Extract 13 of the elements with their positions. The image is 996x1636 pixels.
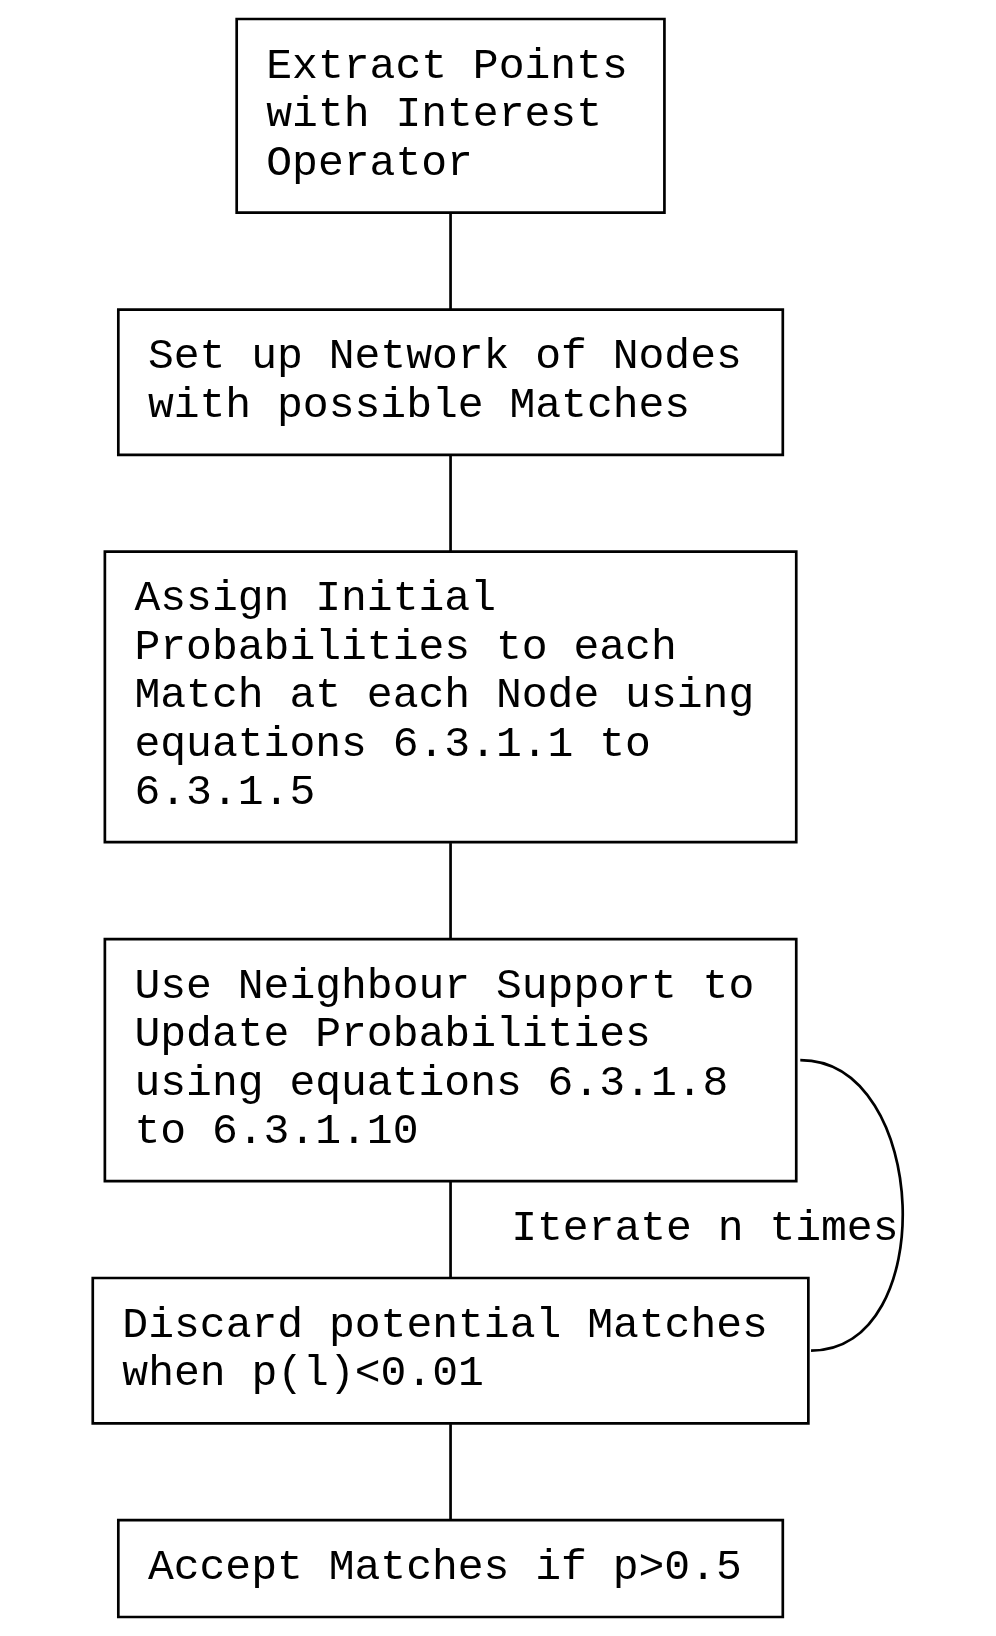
connector xyxy=(449,1424,452,1520)
connector xyxy=(449,455,452,551)
node-box: Assign Initial Probabilities to each Match at each Node using equations 6.3.1.1 to 6.3.1.5 xyxy=(103,550,798,844)
connector xyxy=(800,1058,904,1352)
node-box: Set up Network of Nodes with possible Matches xyxy=(116,308,785,457)
connector xyxy=(449,1181,452,1278)
node-box: Discard potential Matches when p(l)<0.01 xyxy=(91,1276,810,1425)
edge-label: Iterate n times xyxy=(511,1203,899,1253)
connector xyxy=(449,212,452,310)
node-box: Extract Points with Interest Operator xyxy=(235,17,666,215)
connector xyxy=(449,843,452,939)
node-box: Use Neighbour Support to Update Probabilities using equations 6.3.1.8 to 6.3.1.10 xyxy=(103,937,798,1183)
node-box: Accept Matches if p>0.5 xyxy=(116,1518,785,1619)
